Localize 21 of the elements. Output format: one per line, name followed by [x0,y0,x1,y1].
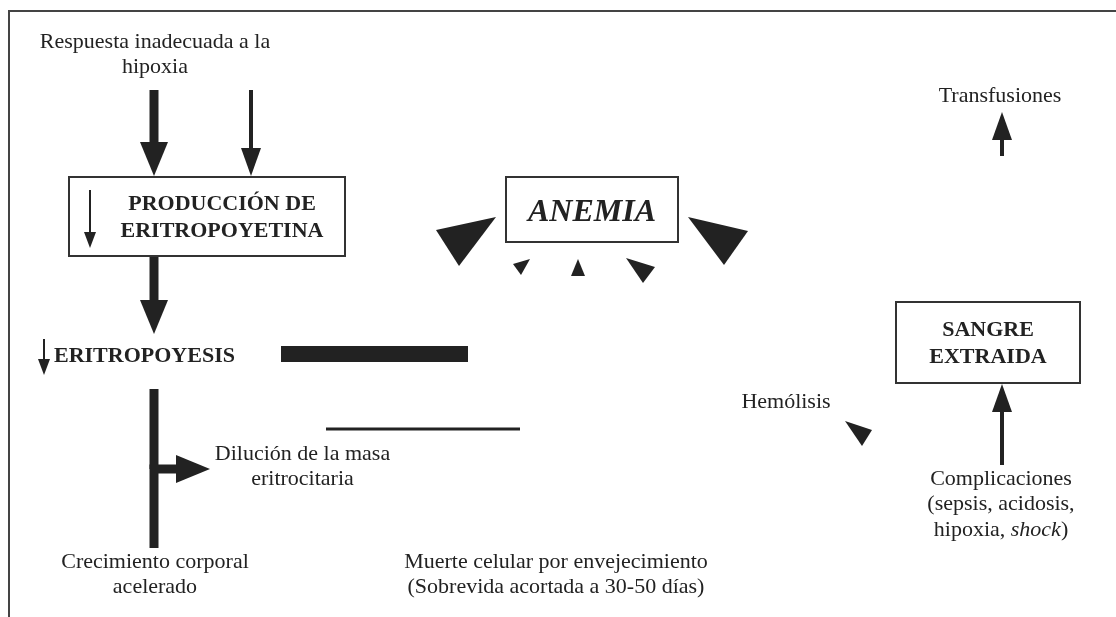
arrow [992,112,1012,156]
box-label: SANGRE EXTRAIDA [928,316,1048,369]
cause-text: Dilución de la masa eritrocitaria [210,440,395,498]
arrow [992,384,1012,465]
cause-text: Complicaciones (sepsis, acidosis, hipoxia, shock) [905,465,1097,557]
outcome-text: Transfusiones [915,78,1085,112]
cause-text: Respuesta inadecuada a la hipoxia [30,28,280,90]
arrow [140,90,168,176]
process-box [68,176,346,257]
arrow [241,90,261,176]
cause-text: Hemólisis [725,384,847,414]
node-label: ERITROPOYESIS [54,340,235,369]
process-box [505,176,679,243]
cause-text: Crecimiento corporal acelerado [30,548,280,608]
process-box [895,301,1081,384]
cause-text: Muerte celular por envejecimiento (Sobrevida acortada a 30-50 días) [360,548,752,608]
arrow [140,257,168,334]
box-label: PRODUCCIÓN DE ERITROPOYETINA [119,190,325,243]
arrow [149,455,210,548]
triangle-mark [571,259,585,276]
box-label: ANEMIA [527,190,656,230]
